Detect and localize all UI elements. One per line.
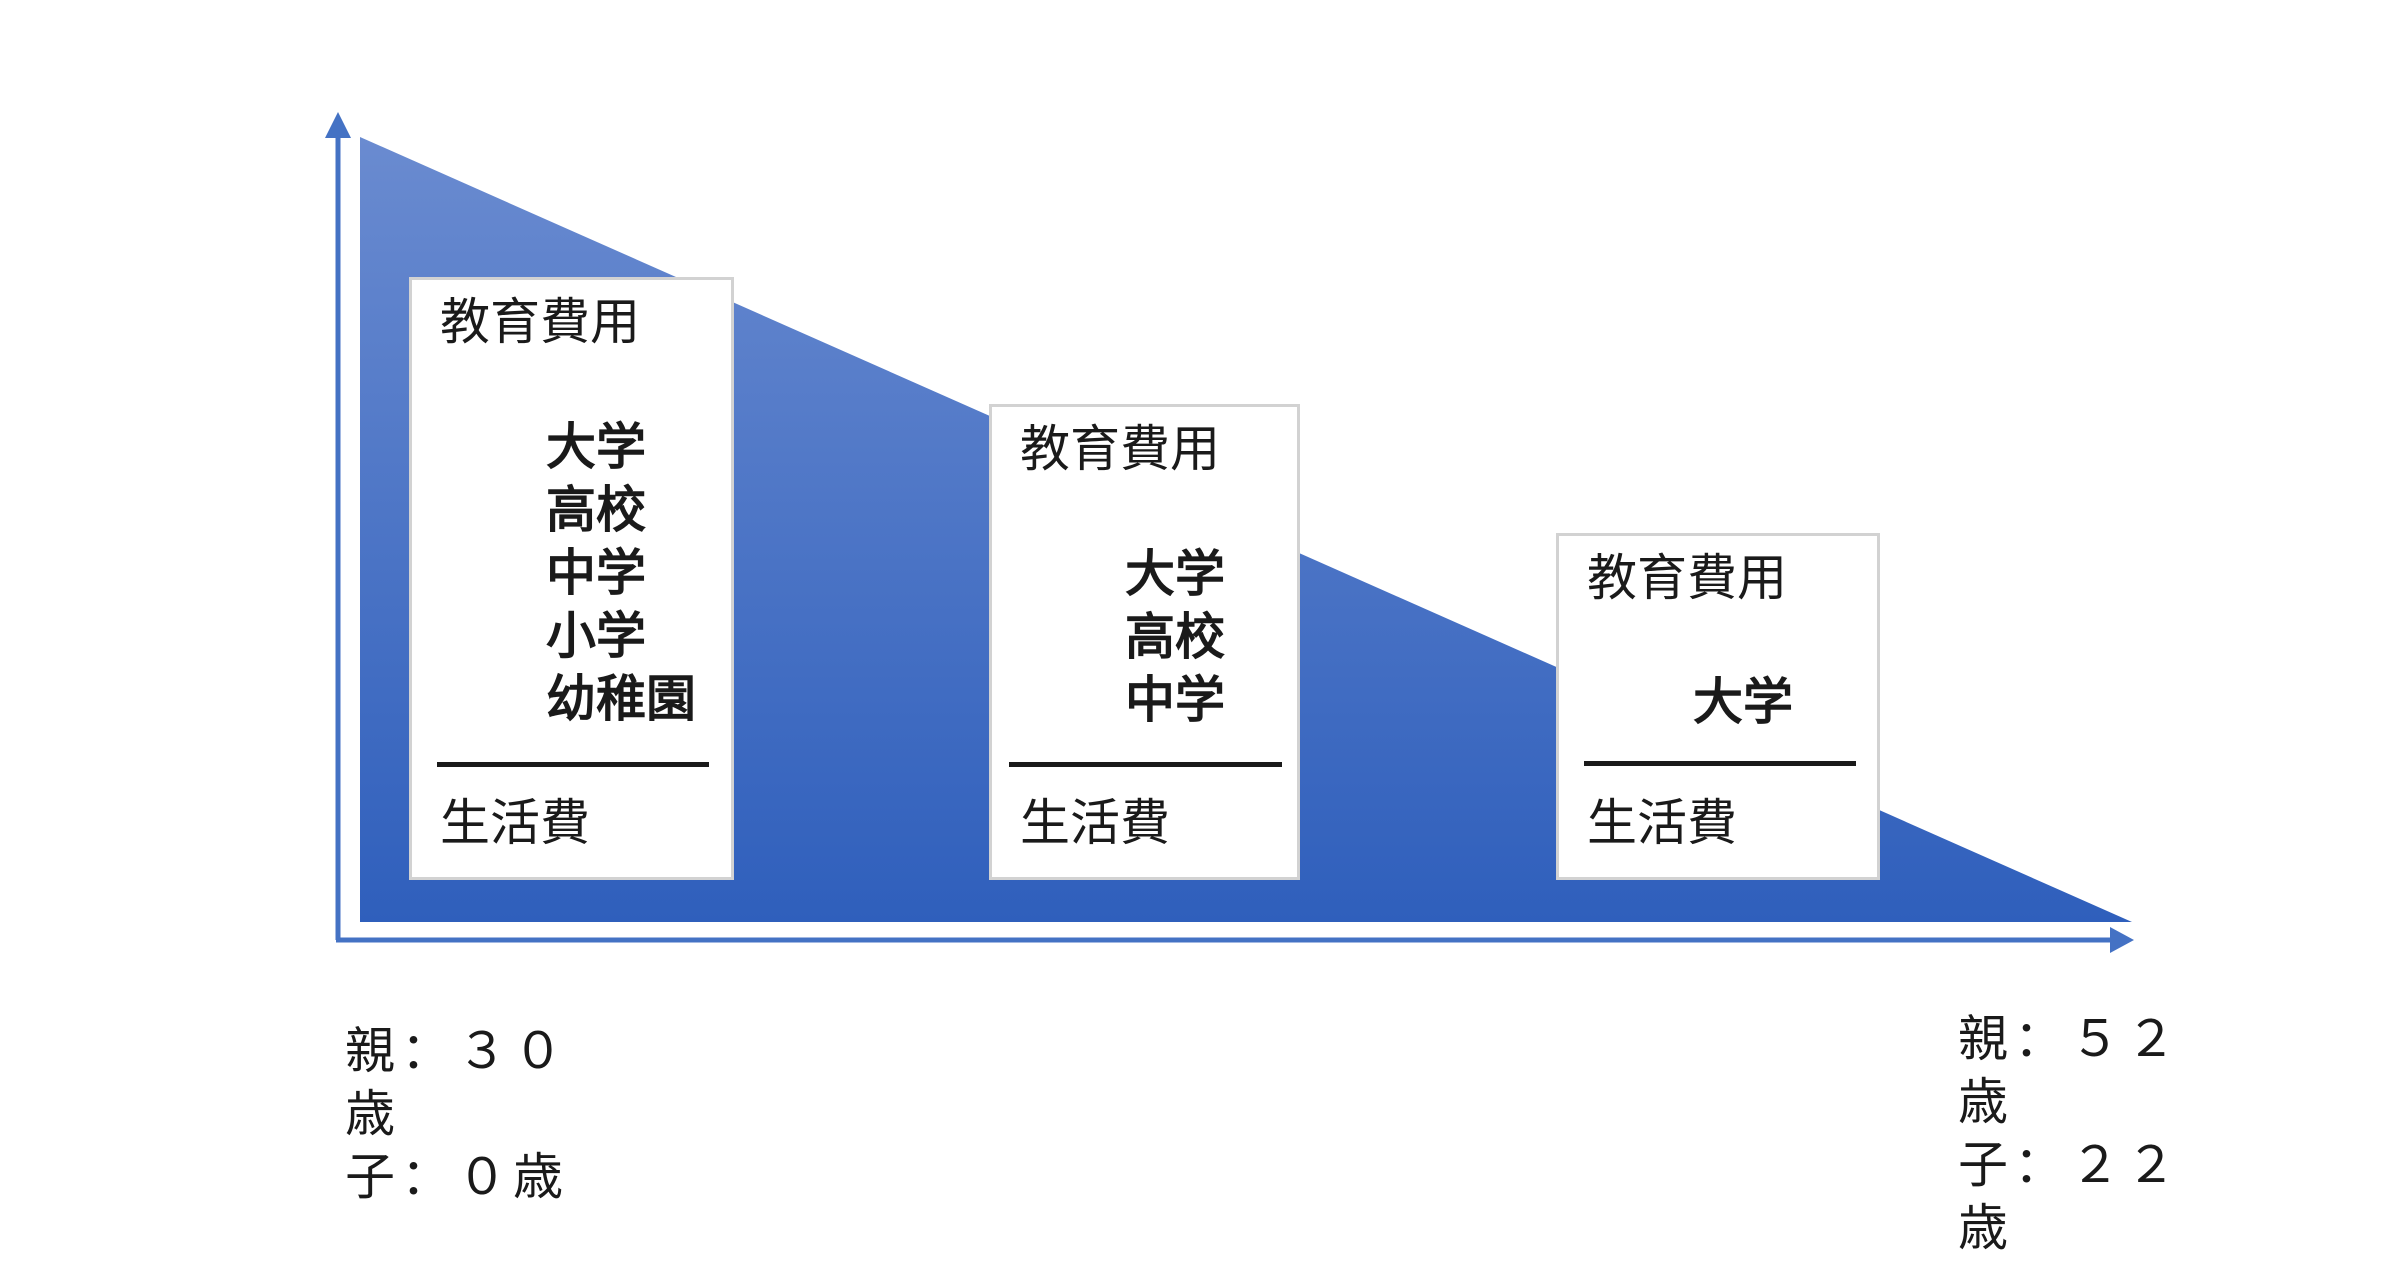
end-age-label: 親：５２ 歳 子：２２ 歳: [1958, 1008, 2182, 1260]
school-stage-item: 大学: [1693, 673, 1793, 731]
card-title: 教育費用: [1587, 549, 1787, 607]
school-stage-item: 中学: [1125, 671, 1225, 729]
card-footer: 生活費: [1020, 794, 1170, 852]
card-divider: [1584, 761, 1856, 766]
school-stage-item: 高校: [1125, 608, 1225, 666]
age-label-line: 歳: [345, 1085, 401, 1143]
school-stage-list: 大学 高校 中学: [1125, 543, 1225, 732]
card-divider: [437, 762, 709, 767]
cost-card-mid: 教育費用 大学 高校 中学 生活費: [989, 404, 1300, 880]
y-axis-arrowhead: [325, 112, 351, 138]
start-age-label: 親：３０ 歳 子：０歳: [345, 1020, 569, 1209]
cost-card-0-30: 教育費用 大学 高校 中学 小学 幼稚園 生活費: [409, 277, 734, 880]
cost-card-late: 教育費用 大学 生活費: [1556, 533, 1880, 880]
school-stage-item: 小学: [546, 607, 646, 665]
age-label-line: 歳: [1958, 1199, 2014, 1257]
age-label-line: 親：３０: [345, 1022, 569, 1080]
school-stage-item: 幼稚園: [546, 670, 696, 728]
school-stage-list: 大学 高校 中学 小学 幼稚園: [546, 416, 696, 731]
card-divider: [1009, 762, 1282, 767]
school-stage-item: 高校: [546, 481, 646, 539]
school-stage-list: 大学: [1693, 671, 1793, 734]
card-footer: 生活費: [440, 794, 590, 852]
age-label-line: 子：０歳: [345, 1148, 569, 1206]
school-stage-item: 中学: [546, 544, 646, 602]
age-label-line: 親：５２: [1958, 1010, 2182, 1068]
card-title: 教育費用: [1020, 420, 1220, 478]
card-footer: 生活費: [1587, 794, 1737, 852]
school-stage-item: 大学: [1125, 545, 1225, 603]
age-label-line: 歳: [1958, 1073, 2014, 1131]
age-label-line: 子：２２: [1958, 1136, 2182, 1194]
x-axis-arrowhead: [2110, 927, 2134, 953]
card-title: 教育費用: [440, 293, 640, 351]
school-stage-item: 大学: [546, 418, 646, 476]
